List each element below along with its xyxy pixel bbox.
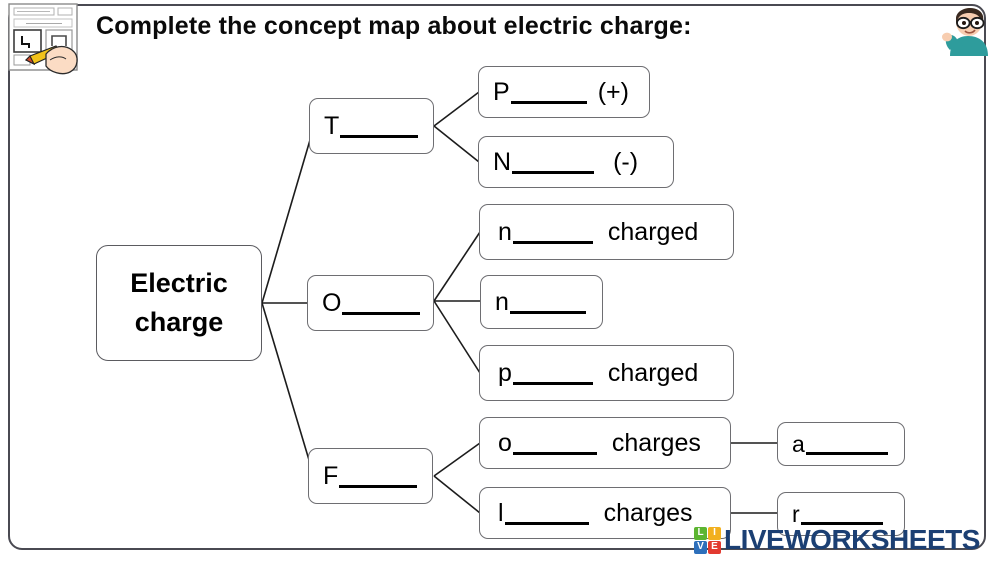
worksheet-pencil-icon bbox=[6, 2, 88, 80]
node-negative-prefix: N bbox=[493, 147, 512, 176]
node-electric-charge-line1: Electric bbox=[130, 267, 228, 298]
blank-line[interactable] bbox=[512, 152, 595, 175]
liveworksheets-logo-text: LIVEWORKSHEETS bbox=[724, 524, 980, 555]
node-forces[interactable]: F bbox=[308, 448, 433, 504]
blank-line[interactable] bbox=[342, 293, 421, 316]
node-opposite-charges-prefix: o bbox=[498, 428, 512, 457]
node-positive[interactable]: P (+) bbox=[478, 66, 650, 118]
node-electric-charge[interactable]: Electric charge bbox=[96, 245, 262, 361]
teacher-avatar-icon bbox=[938, 0, 996, 56]
blank-line[interactable] bbox=[504, 503, 589, 526]
node-positive-suffix: (+) bbox=[597, 77, 629, 106]
node-negatively-charged-suffix: charged bbox=[607, 217, 699, 246]
node-types-prefix: T bbox=[324, 111, 340, 140]
logo-block-l: L bbox=[694, 526, 707, 540]
node-negative-suffix: (-) bbox=[613, 147, 639, 176]
node-objects-prefix: O bbox=[322, 288, 342, 317]
node-positively-charged-suffix: charged bbox=[607, 358, 699, 387]
node-opposite-charges-suffix: charges bbox=[611, 428, 701, 457]
node-attract-prefix: a bbox=[792, 430, 805, 457]
blank-line[interactable] bbox=[340, 116, 419, 139]
node-like-charges-prefix: l bbox=[498, 498, 504, 527]
blank-line[interactable] bbox=[509, 292, 586, 315]
node-electric-charge-line2: charge bbox=[134, 307, 224, 337]
node-like-charges[interactable]: l charges bbox=[479, 487, 731, 539]
blank-line[interactable] bbox=[512, 363, 593, 386]
blank-line[interactable] bbox=[512, 222, 593, 245]
logo-block-e: E bbox=[708, 540, 721, 554]
blank-line[interactable] bbox=[512, 433, 597, 456]
node-like-charges-suffix: charges bbox=[603, 498, 693, 527]
blank-line[interactable] bbox=[339, 466, 418, 489]
node-neutral-prefix: n bbox=[495, 287, 509, 316]
logo-block-v: V bbox=[694, 540, 707, 554]
node-attract[interactable]: a bbox=[777, 422, 905, 466]
node-repel[interactable]: r bbox=[777, 492, 905, 536]
node-negatively-charged-prefix: n bbox=[498, 217, 512, 246]
node-positively-charged-prefix: p bbox=[498, 358, 512, 387]
logo-block-i: I bbox=[708, 526, 721, 540]
liveworksheets-logo-blocks: L I V E bbox=[694, 526, 721, 554]
node-forces-prefix: F bbox=[323, 461, 339, 490]
node-negative[interactable]: N (-) bbox=[478, 136, 674, 188]
blank-line[interactable] bbox=[800, 505, 883, 526]
node-positive-prefix: P bbox=[493, 77, 510, 106]
node-positively-charged[interactable]: p charged bbox=[479, 345, 734, 401]
node-negatively-charged[interactable]: n charged bbox=[479, 204, 734, 260]
blank-line[interactable] bbox=[510, 82, 587, 105]
node-opposite-charges[interactable]: o charges bbox=[479, 417, 731, 469]
node-repel-prefix: r bbox=[792, 500, 800, 527]
liveworksheets-logo: L I V E LIVEWORKSHEETS bbox=[694, 522, 980, 558]
blank-line[interactable] bbox=[805, 435, 888, 456]
node-types[interactable]: T bbox=[309, 98, 434, 154]
page-title: Complete the concept map about electric … bbox=[96, 12, 692, 40]
node-neutral[interactable]: n bbox=[480, 275, 603, 329]
node-objects[interactable]: O bbox=[307, 275, 434, 331]
